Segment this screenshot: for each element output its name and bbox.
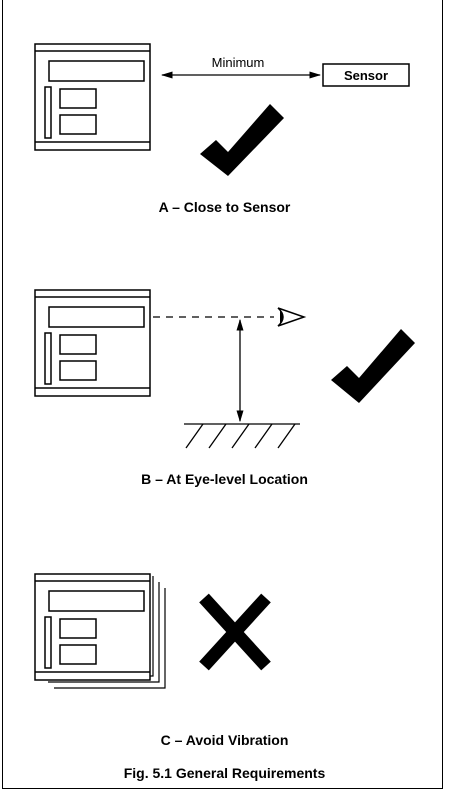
sensor-box (322, 63, 410, 87)
display-unit-c (34, 573, 151, 681)
sensor-label: Sensor (344, 68, 388, 83)
panel-b (34, 289, 415, 449)
caption-b: B – At Eye-level Location (141, 471, 308, 487)
caption-a: A – Close to Sensor (158, 199, 291, 215)
checkmark-icon (200, 104, 284, 176)
figure-frame (2, 0, 443, 789)
display-unit-b (34, 289, 151, 397)
minimum-label: Minimum (212, 55, 265, 70)
display-unit-a (34, 43, 151, 151)
panel-a: Minimum Sensor (34, 43, 410, 176)
caption-c: C – Avoid Vibration (160, 732, 289, 748)
checkmark-icon (331, 329, 415, 403)
cross-icon (199, 593, 271, 671)
panel-c (34, 573, 271, 689)
floor-hatch (184, 423, 300, 449)
eye-icon (277, 307, 307, 327)
figure-title: Fig. 5.1 General Requirements (123, 765, 326, 781)
